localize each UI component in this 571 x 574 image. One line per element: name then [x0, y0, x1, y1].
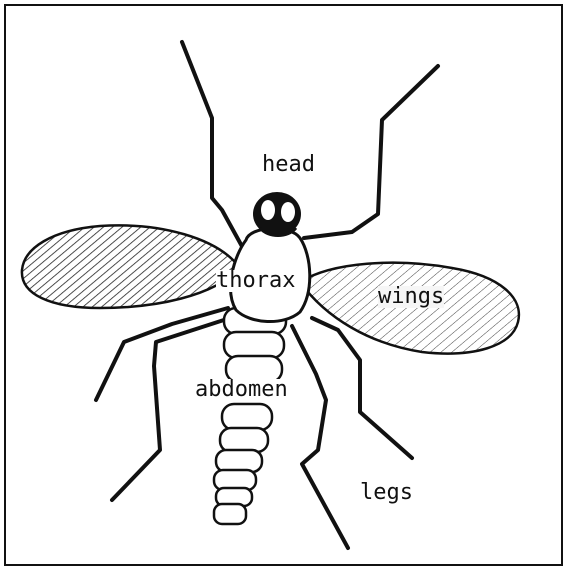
abdomen-label: abdomen — [195, 379, 288, 401]
abdomen-segment — [220, 428, 268, 452]
abdomen-segment — [214, 504, 246, 524]
left-wing — [22, 225, 240, 308]
left-eye — [261, 200, 275, 220]
abdomen-segment — [222, 404, 272, 430]
legs-label: legs — [360, 482, 413, 504]
left-hind-leg — [112, 318, 230, 500]
left-front-leg — [182, 42, 244, 250]
right-eye — [281, 202, 295, 222]
thorax-label: thorax — [216, 270, 295, 292]
head-label: head — [262, 154, 315, 176]
abdomen-segment — [224, 332, 284, 358]
abdomen-segment — [216, 450, 262, 472]
wings-label: wings — [378, 286, 444, 308]
right-hind-leg — [292, 326, 348, 548]
right-front-leg — [304, 66, 438, 238]
